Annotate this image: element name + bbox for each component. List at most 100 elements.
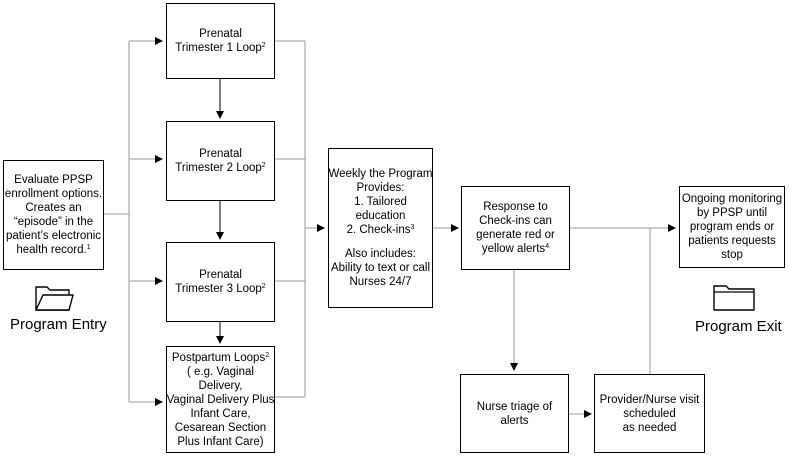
- program-entry-caption: Program Entry: [10, 316, 107, 333]
- box-text-line: Infant Care,: [190, 407, 250, 421]
- box-text: patients requests: [688, 235, 776, 247]
- box-text: Delivery,: [198, 379, 243, 392]
- box-text: yellow alerts: [481, 243, 546, 255]
- box-text-line: by PPSP until: [697, 206, 767, 220]
- box-text: alerts: [500, 414, 529, 427]
- box-text: Provides:: [356, 182, 405, 194]
- program-exit-caption: Program Exit: [695, 318, 782, 335]
- box-text-line: Trimester 2 Loop2: [175, 161, 265, 175]
- box-text: by PPSP until: [696, 207, 768, 219]
- box-text: scheduled: [623, 407, 676, 420]
- box-text-line: Evaluate PPSP: [14, 173, 93, 187]
- box-text-line: Provides:: [357, 181, 405, 195]
- box-text: enrollment options.: [4, 188, 103, 200]
- box-text: patient’s electronic: [5, 230, 102, 242]
- box-text: Creates an: [25, 202, 82, 214]
- box-text-line: Prenatal: [199, 147, 242, 161]
- box-text-line: 1. Tailored: [354, 195, 407, 209]
- box-text-line: Cesarean Section: [175, 421, 266, 435]
- box-text-line: Delivery,: [199, 379, 243, 393]
- box-text-line: education: [356, 209, 406, 223]
- box-text-line: Prenatal: [199, 268, 242, 282]
- box-text-line: Creates an: [25, 201, 81, 215]
- box-text-line: Nurse triage of: [477, 400, 552, 414]
- box-text: Response to: [483, 201, 548, 213]
- box-text-line: Provider/Nurse visit: [600, 393, 700, 407]
- box-text-line: Ability to text or call: [331, 261, 430, 275]
- box-text-line: Nurses 24/7: [349, 275, 411, 289]
- box-text-line: ( e.g. Vaginal: [187, 365, 254, 379]
- box-text-line: health record.1: [16, 243, 90, 257]
- box-text: “episode” in the: [13, 216, 94, 228]
- box-text-line: Trimester 3 Loop2: [175, 282, 265, 296]
- box-text: Plus Infant Care): [177, 435, 264, 448]
- box-text: Trimester 3 Loop: [175, 283, 262, 295]
- box-text-line: Ongoing monitoring: [682, 192, 782, 206]
- box-text-line: generate red or: [476, 228, 555, 242]
- closed-folder-icon: [713, 285, 755, 311]
- box-text-line: Plus Infant Care): [177, 435, 263, 449]
- box-text: generate red or: [476, 229, 555, 241]
- box-text: Weekly the Program: [328, 168, 433, 180]
- box-text-line: “episode” in the: [14, 215, 93, 229]
- box-text-line: Also includes:: [345, 247, 416, 261]
- box-text: Postpartum Loops: [171, 351, 266, 364]
- box-text-line: Trimester 1 Loop2: [175, 41, 265, 55]
- box-text: Prenatal: [199, 28, 242, 40]
- box-text: Infant Care,: [190, 407, 251, 420]
- box-text: Ongoing monitoring: [681, 193, 783, 205]
- box-text-line: yellow alerts4: [482, 242, 549, 256]
- box-text-line: as needed: [623, 421, 677, 435]
- footnote-marker: 2: [261, 283, 266, 290]
- open-folder-icon: [35, 286, 74, 311]
- box-text-line: Response to: [483, 200, 548, 214]
- box-text-line: Weekly the Program: [329, 167, 433, 181]
- box-text: Trimester 1 Loop: [175, 42, 262, 54]
- evaluate-enrollment-box: Evaluate PPSP enrollment options. Creates …: [3, 160, 104, 270]
- box-text: as needed: [622, 421, 677, 434]
- box-text-line: stop: [721, 248, 743, 262]
- box-text-line: scheduled: [623, 407, 675, 421]
- box-text-line: 2. Check-ins3: [347, 223, 415, 237]
- box-text: ( e.g. Vaginal: [187, 365, 254, 378]
- box-text: Nurse triage of: [476, 400, 553, 413]
- box-text: education: [355, 210, 406, 222]
- box-text: stop: [721, 249, 743, 261]
- box-text: Cesarean Section: [174, 421, 267, 434]
- box-text: Vaginal Delivery Plus: [166, 393, 275, 406]
- footnote-marker: 3: [410, 224, 415, 231]
- box-text: Provider/Nurse visit: [599, 393, 700, 406]
- footnote-marker: 1: [86, 244, 91, 251]
- box-text: Check-ins can: [479, 215, 552, 227]
- footnote-marker: 2: [265, 351, 270, 359]
- box-text-line: enrollment options.: [5, 187, 102, 201]
- box-text-line: patients requests: [688, 234, 776, 248]
- box-text-line: Prenatal: [199, 27, 242, 41]
- box-text-line: program ends or: [690, 220, 774, 234]
- box-text: Trimester 2 Loop: [175, 162, 262, 174]
- box-text: Nurses 24/7: [349, 276, 412, 288]
- box-text: health record.: [16, 244, 87, 256]
- footnote-marker: 2: [261, 42, 266, 49]
- box-text-line: alerts: [500, 414, 528, 428]
- footnote-marker: 4: [545, 243, 550, 250]
- box-text: 2. Check-ins: [346, 224, 411, 236]
- footnote-marker: 2: [261, 162, 266, 169]
- box-text: Also includes:: [345, 248, 416, 260]
- box-text-line: patient’s electronic: [6, 229, 101, 243]
- box-text: Evaluate PPSP: [14, 174, 93, 186]
- box-text: 1. Tailored: [354, 196, 407, 208]
- box-text: Ability to text or call: [330, 262, 431, 274]
- box-text-line: Postpartum Loops2: [172, 351, 269, 365]
- box-text-line: Check-ins can: [479, 214, 552, 228]
